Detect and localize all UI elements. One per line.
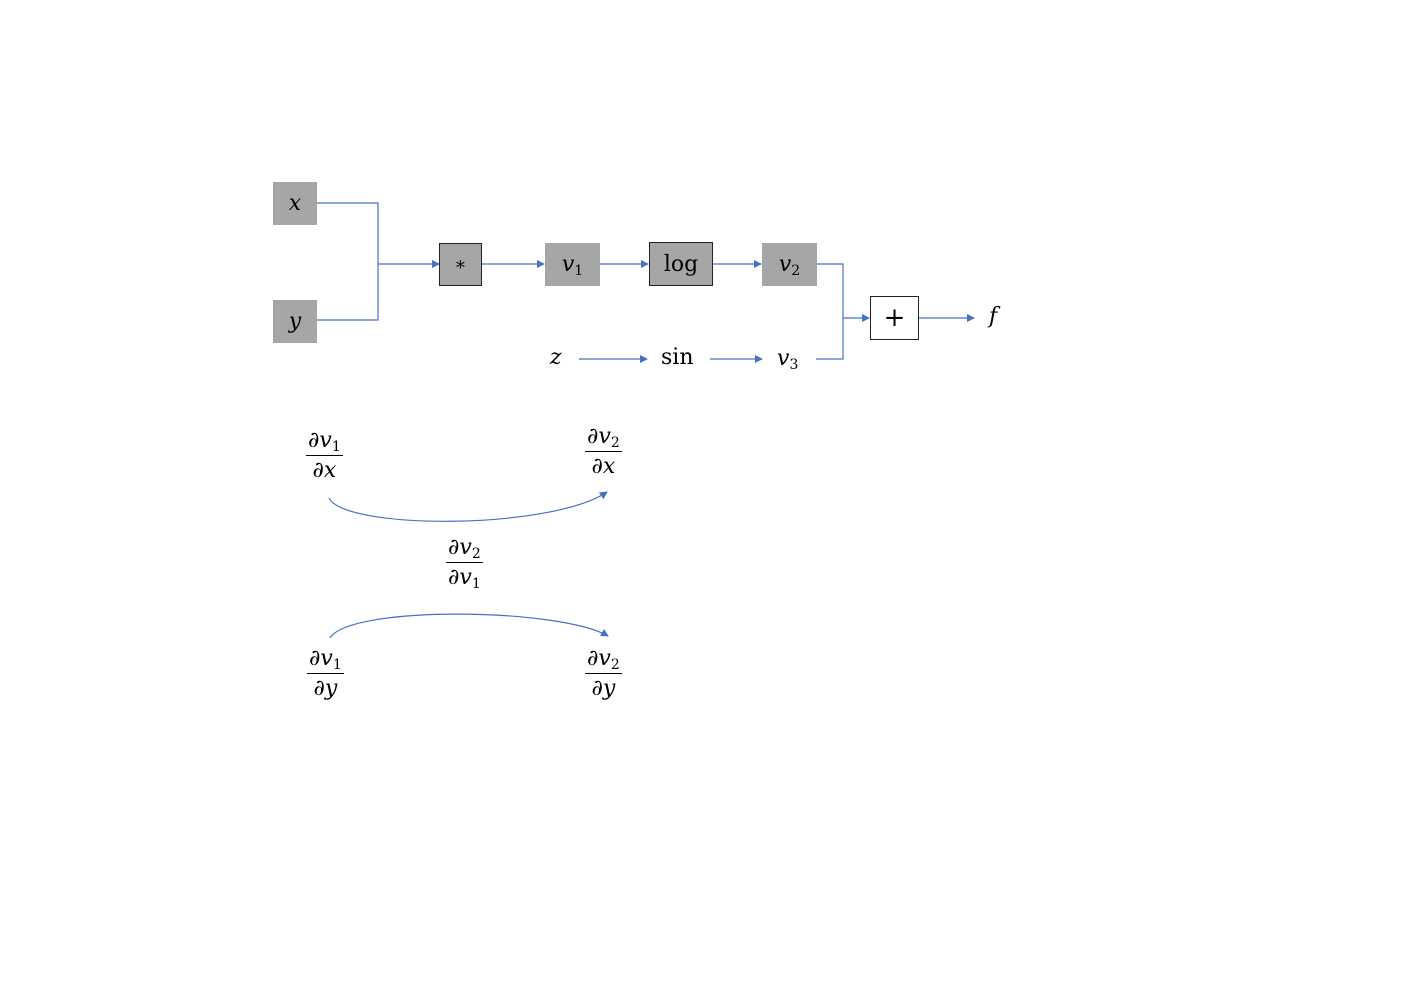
node-v3-label: v3 [777, 346, 799, 373]
node-multiply: ∗ [439, 243, 482, 286]
fraction-dv2-dv1: ∂v2 ∂v1 [446, 535, 483, 592]
fraction-dv2-dy: ∂v2 ∂y [585, 646, 622, 701]
node-multiply-label: ∗ [454, 254, 467, 275]
node-x: x [273, 182, 317, 225]
node-log: log [649, 242, 713, 286]
node-z-label: z [550, 345, 562, 370]
edge-v3-to-plus [816, 318, 844, 360]
node-v1-label: v1 [561, 252, 584, 279]
node-plus-label: + [883, 303, 906, 333]
node-v2: v2 [762, 243, 817, 286]
node-v2-label: v2 [778, 252, 801, 279]
node-y: y [273, 300, 317, 343]
node-sin-label: sin [661, 345, 694, 370]
edge-y-to-mul [316, 264, 379, 321]
fraction-dv2-dx: ∂v2 ∂x [585, 424, 622, 479]
fraction-dv1-dx: ∂v1 ∂x [306, 428, 343, 483]
curve-dv1dy-to-dv2dy [329, 613, 609, 639]
edge-x-to-mul [316, 202, 379, 264]
edge-v2-to-plus [816, 263, 844, 318]
node-plus: + [870, 296, 919, 340]
node-f-label: f [989, 304, 998, 329]
node-y-label: y [288, 309, 302, 334]
node-log-label: log [663, 251, 699, 277]
node-x-label: x [288, 191, 302, 216]
curve-dv1dx-to-dv2dx [328, 491, 608, 522]
node-v1: v1 [545, 243, 600, 286]
fraction-dv1-dy: ∂v1 ∂y [307, 646, 344, 701]
